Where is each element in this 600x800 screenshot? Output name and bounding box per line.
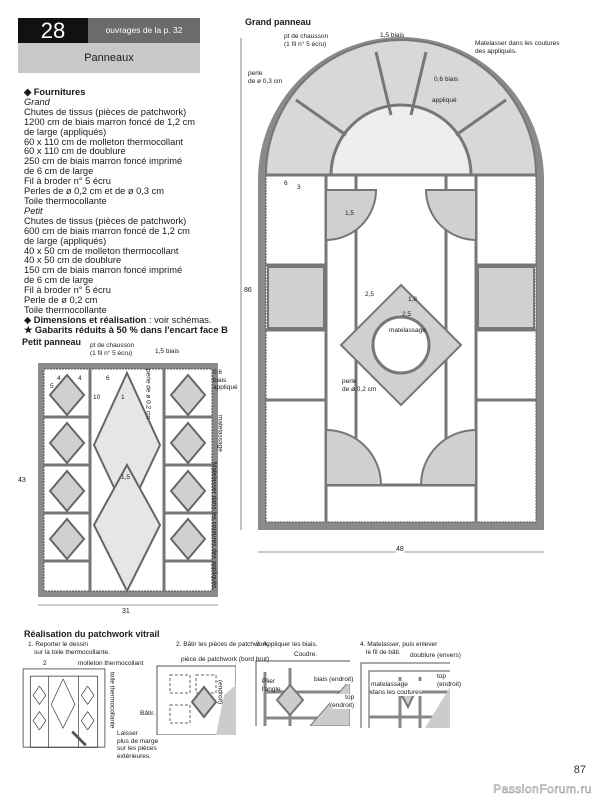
petit-title: Petit panneau <box>22 337 82 347</box>
grand-item: de large (appliqués) <box>24 126 107 137</box>
petit-item: de 6 cm de large <box>24 275 94 286</box>
petit-item: 40 x 50 cm de molleton thermocollant <box>24 245 179 256</box>
num-label: 2,5 <box>402 311 412 318</box>
num-label: 10 <box>93 394 101 401</box>
grand-height: 86 <box>244 287 252 294</box>
petit-bias15-label: 1,5 biais <box>155 348 180 355</box>
num-label: 4 <box>78 375 82 382</box>
step3-text: 3. Appliquer les biais. <box>256 641 318 648</box>
petit-stitch-label: pt de chausson(1 fil n° 5 écru) <box>90 342 135 357</box>
dimensions-line: ◆ Dimensions et réalisation : voir schém… <box>24 314 212 325</box>
step1-label-2: 2 <box>43 660 47 667</box>
step1-diagram <box>22 668 106 748</box>
step3-coudre: Coudre. <box>294 651 318 658</box>
grand-applique-label: appliqué <box>432 97 457 104</box>
num-label: 1,5 <box>345 210 355 217</box>
num-label: 2,5 <box>365 291 375 298</box>
step3-diagram <box>255 660 350 726</box>
num-label: 1,5 <box>121 474 131 481</box>
num-label: 6 <box>284 180 288 187</box>
step1-toile: toile thermocollante <box>108 672 116 729</box>
petit-item: de large (appliqués) <box>24 235 107 246</box>
step4-doublure: doublure (envers) <box>410 652 461 659</box>
grand-item: Perles de ø 0,2 cm et de ø 0,3 cm <box>24 186 165 197</box>
petit-item: Perle de ø 0,2 cm <box>24 295 98 306</box>
num-label: 5 <box>50 383 54 390</box>
grand-quilting-label: matelassage <box>389 327 426 334</box>
petit-height: 43 <box>18 477 26 484</box>
grand-panel-diagram <box>240 37 544 553</box>
step4-top: top(endroit) <box>437 673 462 688</box>
petit-panel-diagram <box>38 363 218 606</box>
grand-item: Fil à broder n° 5 écru <box>24 176 111 187</box>
petit-item: Chutes de tissus (pièces de patchwork) <box>24 215 187 226</box>
grand-item: 1200 cm de biais marron foncé de 1,2 cm <box>24 116 196 127</box>
watermark: PassionForum.ru <box>493 782 592 797</box>
dimensions-label: Dimensions et réalisation <box>33 314 147 325</box>
section-title: Panneaux <box>18 43 200 73</box>
reference-text: ouvrages de la p. 32 <box>88 18 200 43</box>
petit-item: 600 cm de biais marron foncé de 1,2 cm <box>24 225 190 236</box>
num-label: 4 <box>57 375 61 382</box>
num-label: 3 <box>297 184 301 191</box>
templates-line: ★ Gabarits réduits à 50 % dans l'encart … <box>24 324 228 335</box>
petit-item: Fil à broder n° 5 écru <box>24 285 111 296</box>
grand-label: Grand <box>24 96 50 107</box>
petit-quilting-label: matelassage <box>216 415 224 452</box>
instruction-number: 28 <box>18 18 88 43</box>
petit-item: Toile thermocollante <box>24 304 107 315</box>
grand-item: 60 x 110 cm de molleton thermocollant <box>24 136 183 147</box>
grand-item: Chutes de tissus (pièces de patchwork) <box>24 106 187 117</box>
petit-quilt-note: Matelasser dans les coutures des appliqu… <box>210 462 218 591</box>
dimensions-text: : voir schémas. <box>146 314 212 325</box>
petit-item: 40 x 50 cm de doublure <box>24 255 122 266</box>
grand-item: de 6 cm de large <box>24 166 94 177</box>
pencil-icon <box>71 730 87 747</box>
step3-top: top(endroit) <box>330 694 355 709</box>
petit-width: 31 <box>122 608 130 615</box>
petit-label: Petit <box>24 205 43 216</box>
step2-endroit: (endroit) <box>216 680 224 705</box>
supplies-heading: ◆ Fournitures <box>24 87 86 97</box>
step2-piece: pièce de patchwork (bord brut) <box>181 656 270 663</box>
grand-item: 250 cm de biais marron foncé imprimé <box>24 156 183 167</box>
num-label: 6 <box>106 375 110 382</box>
supplies-list: ◆ Fournitures Grand Chutes de tissus (pi… <box>24 87 228 336</box>
page-number: 87 <box>573 764 586 776</box>
petit-item: 150 cm de biais marron foncé imprimé <box>24 265 183 276</box>
grand-bias06-label: 0,6 biais <box>434 76 459 83</box>
step1-molleton: molleton thermocollant <box>78 660 144 667</box>
grand-width: 48 <box>396 546 404 553</box>
petit-pearl-label: perle de ø 0,2 cm <box>144 369 152 420</box>
grand-item: 60 x 110 cm de doublure <box>24 146 126 157</box>
step2-diagram <box>156 665 236 735</box>
grand-item: Toile thermocollante <box>24 195 107 206</box>
supplies-title: Fournitures <box>33 87 86 97</box>
grand-bias15-label: 1,5 biais <box>380 32 405 39</box>
step3-biais: biais (endroit) <box>314 676 354 684</box>
steps-title: Réalisation du patchwork vitrail <box>24 629 160 639</box>
grand-stitch-label: pt de chausson(1 fil n° 5 écru) <box>284 33 329 48</box>
num-label: 1,8 <box>408 296 418 303</box>
step2-batir: Bâtir. <box>140 710 155 717</box>
grand-title: Grand panneau <box>245 17 312 27</box>
num-label: 1 <box>121 394 125 401</box>
templates-text: Gabarits réduits à 50 % dans l'encart fa… <box>34 324 228 335</box>
step2-text: 2. Bâtir les pièces de patchwork. <box>176 641 270 648</box>
